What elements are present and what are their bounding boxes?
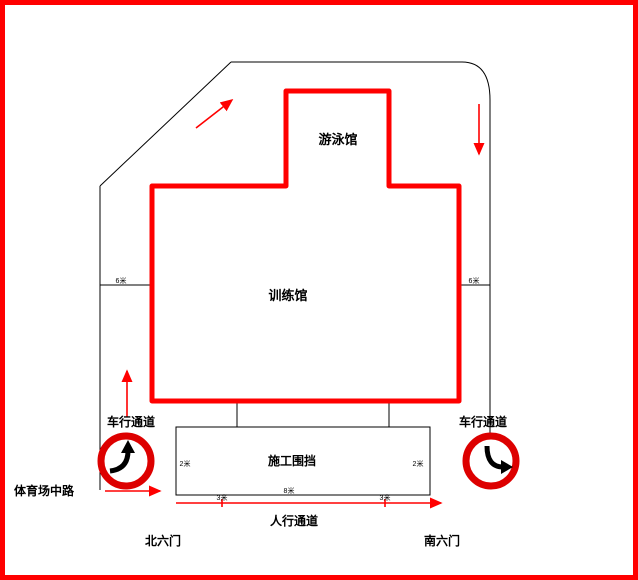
training-hall-label: 训练馆 xyxy=(268,288,307,303)
pedestrian-lane-label: 人行通道 xyxy=(270,513,318,528)
walk-right-dim: 3米 xyxy=(380,493,391,502)
road-lines xyxy=(99,61,491,490)
stadium-middle-road-label: 体育场中路 xyxy=(14,483,75,498)
building-outline xyxy=(149,88,462,404)
site-plan-svg: 游泳馆 训练馆 车行通道 车行通道 体育场中路 施工围挡 人行通道 北六门 南六… xyxy=(14,61,520,548)
traffic-flow-arrows xyxy=(105,99,485,509)
turn-sign-right-arrowhead-icon xyxy=(501,460,513,474)
north-gate-label: 北六门 xyxy=(145,533,181,548)
turn-sign-left-arrowhead-icon xyxy=(121,440,135,453)
top-left-diagonal-road xyxy=(99,61,232,187)
left-road-width-dim: 6米 xyxy=(116,276,127,285)
turn-sign-left-arrow-icon xyxy=(109,450,131,474)
south-gate-label: 南六门 xyxy=(424,533,460,548)
construction-fence-box xyxy=(175,426,431,496)
top-right-road-curve xyxy=(461,61,491,101)
pool-label: 游泳馆 xyxy=(318,132,357,147)
vehicle-lane-right-label: 车行通道 xyxy=(459,414,507,429)
walk-left-dim: 3米 xyxy=(217,493,228,502)
fence-right-dim: 2米 xyxy=(413,459,424,468)
diagonal-up-arrow xyxy=(195,99,234,129)
construction-fence-label: 施工围挡 xyxy=(268,453,316,468)
walk-center-dim: 8米 xyxy=(284,486,295,495)
fence-left-dim: 2米 xyxy=(180,459,191,468)
turn-sign-right xyxy=(462,432,520,490)
turn-sign-left xyxy=(97,432,155,490)
vehicle-lane-left-label: 车行通道 xyxy=(107,414,155,429)
turn-sign-right-arrow-icon xyxy=(484,445,504,470)
right-road-width-dim: 6米 xyxy=(469,276,480,285)
